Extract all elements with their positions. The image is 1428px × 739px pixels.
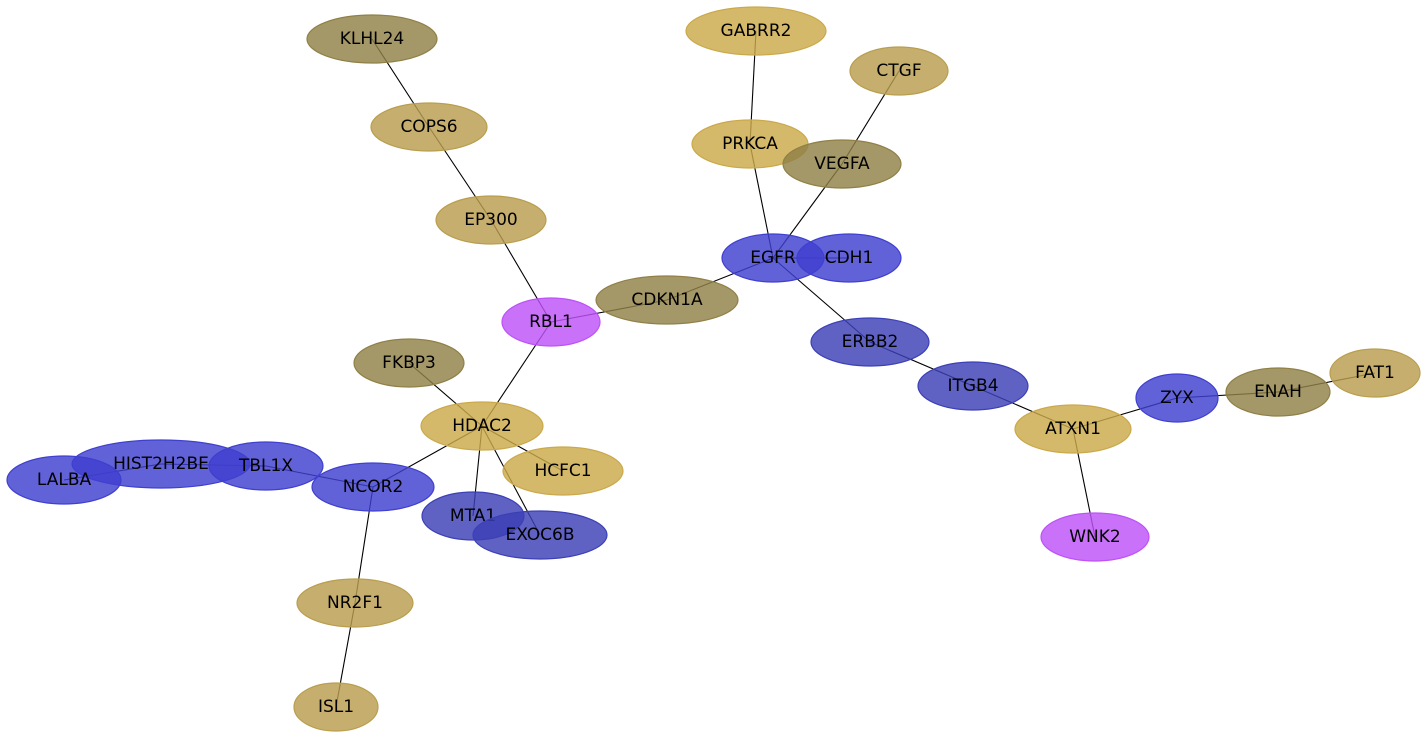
node-isl1[interactable]: ISL1 <box>293 682 379 732</box>
node-wnk2[interactable]: WNK2 <box>1040 512 1150 562</box>
node-shape-ncor2[interactable] <box>311 462 435 512</box>
node-shape-fkbp3[interactable] <box>353 338 465 388</box>
node-shape-zyx[interactable] <box>1135 373 1219 423</box>
node-label-isl1: ISL1 <box>318 697 354 717</box>
node-shape-isl1[interactable] <box>293 682 379 732</box>
node-ctgf[interactable]: CTGF <box>849 46 949 96</box>
node-label-rbl1: RBL1 <box>529 312 573 332</box>
node-shape-enah[interactable] <box>1225 367 1331 417</box>
node-label-wnk2: WNK2 <box>1069 527 1121 547</box>
node-label-hcfc1: HCFC1 <box>534 461 591 481</box>
node-label-itgb4: ITGB4 <box>947 376 998 396</box>
node-shape-erbb2[interactable] <box>810 317 930 367</box>
node-label-vegfa: VEGFA <box>814 154 870 174</box>
node-fkbp3[interactable]: FKBP3 <box>353 338 465 388</box>
node-shape-rbl1[interactable] <box>501 297 601 347</box>
node-label-ctgf: CTGF <box>876 61 921 81</box>
node-prkca[interactable]: PRKCA <box>691 119 809 169</box>
node-label-cdkn1a: CDKN1A <box>631 290 703 310</box>
node-label-erbb2: ERBB2 <box>842 332 899 352</box>
node-vegfa[interactable]: VEGFA <box>782 139 902 189</box>
node-itgb4[interactable]: ITGB4 <box>917 361 1029 411</box>
node-shape-vegfa[interactable] <box>782 139 902 189</box>
node-label-tbl1x: TBL1X <box>238 456 293 476</box>
node-shape-cops6[interactable] <box>370 102 488 152</box>
node-shape-klhl24[interactable] <box>306 14 438 64</box>
node-shape-hdac2[interactable] <box>420 401 544 451</box>
node-klhl24[interactable]: KLHL24 <box>306 14 438 64</box>
node-label-exoc6b: EXOC6B <box>505 525 574 545</box>
node-fat1[interactable]: FAT1 <box>1329 348 1421 398</box>
node-label-ncor2: NCOR2 <box>343 477 404 497</box>
node-ep300[interactable]: EP300 <box>435 195 547 245</box>
node-shape-nr2f1[interactable] <box>296 578 414 628</box>
node-cdh1[interactable]: CDH1 <box>796 233 902 283</box>
node-shape-wnk2[interactable] <box>1040 512 1150 562</box>
node-cdkn1a[interactable]: CDKN1A <box>595 275 739 325</box>
node-shape-fat1[interactable] <box>1329 348 1421 398</box>
node-egfr[interactable]: EGFR <box>721 233 825 283</box>
node-hcfc1[interactable]: HCFC1 <box>502 446 624 496</box>
node-tbl1x[interactable]: TBL1X <box>208 441 324 491</box>
node-label-fkbp3: FKBP3 <box>382 353 436 373</box>
node-ncor2[interactable]: NCOR2 <box>311 462 435 512</box>
node-lalba[interactable]: LALBA <box>6 455 122 505</box>
node-exoc6b[interactable]: EXOC6B <box>472 510 608 560</box>
node-shape-itgb4[interactable] <box>917 361 1029 411</box>
node-label-fat1: FAT1 <box>1355 363 1395 383</box>
node-shape-exoc6b[interactable] <box>472 510 608 560</box>
node-label-enah: ENAH <box>1254 382 1302 402</box>
node-label-zyx: ZYX <box>1160 388 1194 408</box>
node-shape-atxn1[interactable] <box>1014 404 1132 454</box>
node-shape-hcfc1[interactable] <box>502 446 624 496</box>
node-label-klhl24: KLHL24 <box>340 29 405 49</box>
node-shape-cdh1[interactable] <box>796 233 902 283</box>
node-shape-gabrr2[interactable] <box>685 6 827 56</box>
node-label-hdac2: HDAC2 <box>452 416 512 436</box>
node-cops6[interactable]: COPS6 <box>370 102 488 152</box>
node-label-egfr: EGFR <box>750 248 796 268</box>
node-gabrr2[interactable]: GABRR2 <box>685 6 827 56</box>
node-shape-cdkn1a[interactable] <box>595 275 739 325</box>
node-label-nr2f1: NR2F1 <box>327 593 383 613</box>
node-label-hist2h2be: HIST2H2BE <box>113 454 209 474</box>
node-label-gabrr2: GABRR2 <box>721 21 792 41</box>
node-label-cdh1: CDH1 <box>825 248 874 268</box>
node-shape-lalba[interactable] <box>6 455 122 505</box>
node-shape-tbl1x[interactable] <box>208 441 324 491</box>
node-erbb2[interactable]: ERBB2 <box>810 317 930 367</box>
node-label-atxn1: ATXN1 <box>1045 419 1101 439</box>
node-label-cops6: COPS6 <box>400 117 457 137</box>
node-enah[interactable]: ENAH <box>1225 367 1331 417</box>
node-rbl1[interactable]: RBL1 <box>501 297 601 347</box>
node-hdac2[interactable]: HDAC2 <box>420 401 544 451</box>
node-nr2f1[interactable]: NR2F1 <box>296 578 414 628</box>
node-label-prkca: PRKCA <box>722 134 778 154</box>
node-zyx[interactable]: ZYX <box>1135 373 1219 423</box>
node-label-ep300: EP300 <box>464 210 517 230</box>
node-label-lalba: LALBA <box>37 470 92 490</box>
node-atxn1[interactable]: ATXN1 <box>1014 404 1132 454</box>
node-shape-ep300[interactable] <box>435 195 547 245</box>
node-shape-ctgf[interactable] <box>849 46 949 96</box>
